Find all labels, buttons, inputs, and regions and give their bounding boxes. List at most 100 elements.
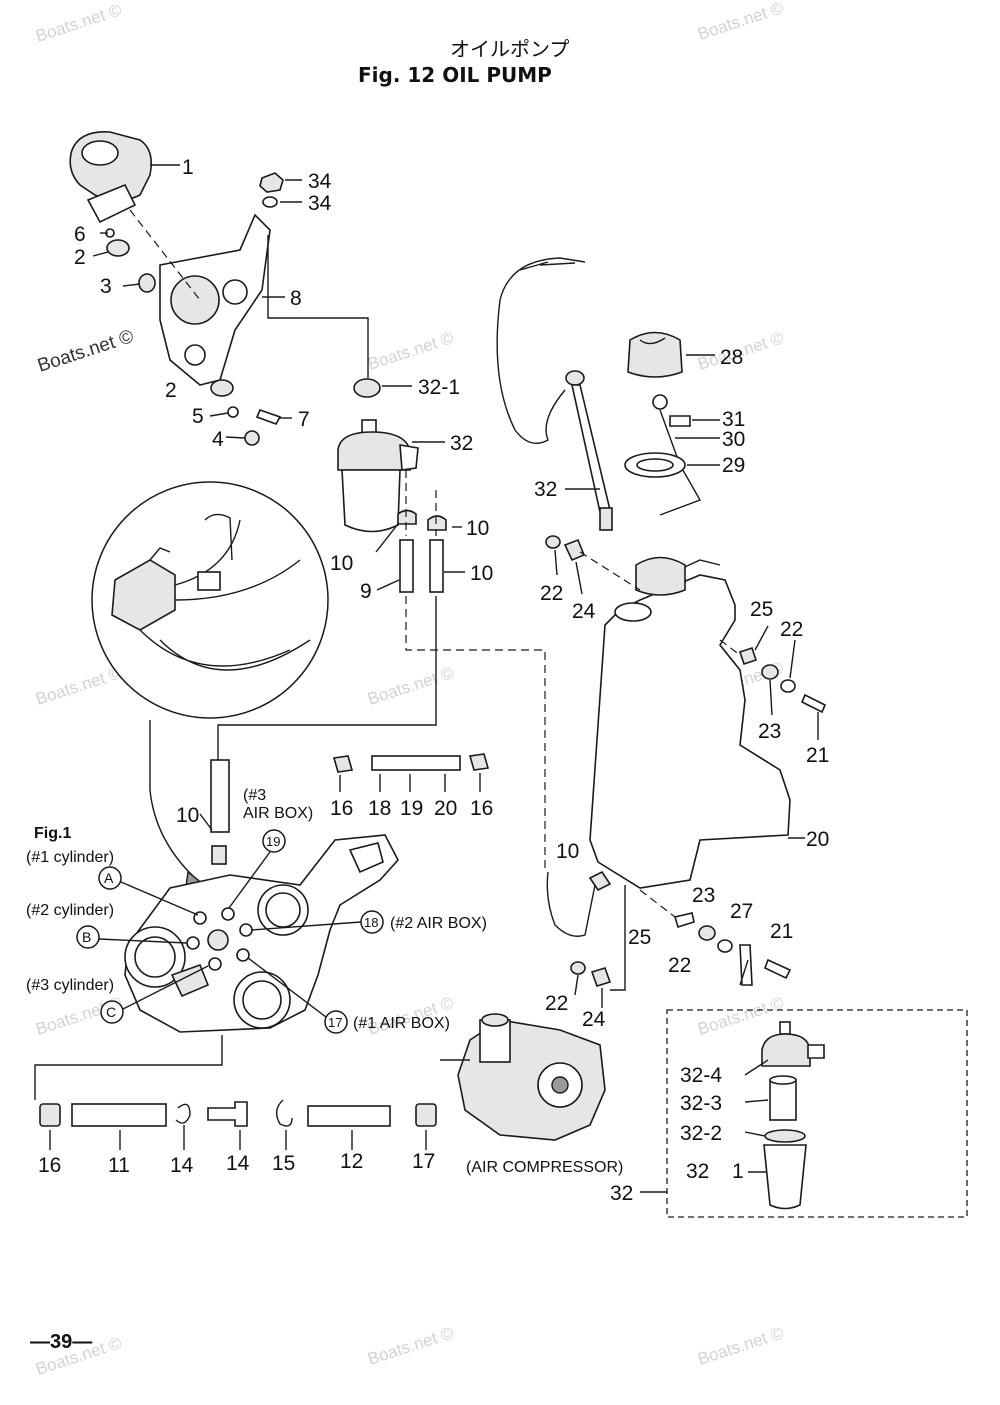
- page-number: —39—: [30, 1331, 92, 1353]
- compressor-cylinder: [479, 1019, 511, 1063]
- callout-25: 25: [750, 598, 773, 621]
- leader-line: [122, 965, 209, 1010]
- oil-pump-cap: [81, 140, 119, 166]
- assembly-line: [639, 889, 676, 918]
- assembly-line: [719, 639, 741, 656]
- hose-11: [71, 1103, 167, 1127]
- callout-21: 21: [806, 744, 829, 767]
- watermark-text: Boats.net ©: [365, 1323, 456, 1369]
- leader-line: [744, 1059, 769, 1076]
- leader-line: [375, 523, 399, 553]
- clip-15: [39, 1103, 61, 1127]
- leader-line: [209, 412, 229, 417]
- leader-line: [739, 959, 749, 986]
- air-box-2-label: (#2 AIR BOX): [390, 915, 487, 932]
- grommet-24-top: [563, 538, 586, 562]
- callout-3: 3: [100, 275, 112, 298]
- callout-24-top: 24: [572, 600, 596, 623]
- gauge-wire-ends: [519, 261, 576, 271]
- watermark-text: Boats.net ©: [365, 663, 456, 709]
- callout-22-top: 22: [540, 582, 563, 605]
- clamp-14-left: [175, 1103, 191, 1124]
- filter-bowl: [341, 469, 401, 533]
- cylinder-3-label: (#3 cylinder): [26, 977, 114, 994]
- routing-line: [217, 596, 437, 765]
- callout-1: 1: [182, 156, 194, 179]
- assembly-line: [129, 209, 201, 301]
- callout-2-lower: 2: [165, 379, 177, 402]
- air-compressor-label: (AIR COMPRESSOR): [466, 1159, 623, 1176]
- callout-17-circle: [324, 1010, 348, 1034]
- oil-filter-assembly: [217, 172, 546, 870]
- inset-hose: [204, 513, 233, 561]
- bottom-hose-row: [39, 1099, 437, 1150]
- callout-32-4: 32-4: [680, 1064, 722, 1087]
- title-english: Fig. 12 OIL PUMP: [358, 63, 552, 87]
- leader-line: [789, 639, 796, 679]
- cap-10-right: [427, 515, 447, 531]
- washer-23: [761, 664, 779, 680]
- callout-23: 23: [758, 720, 781, 743]
- detail-circle: [91, 481, 329, 719]
- callout-15: 16: [38, 1154, 61, 1177]
- bracket-hole: [184, 344, 206, 366]
- filter-outlet: [399, 444, 419, 471]
- washer-22-lower: [570, 961, 586, 975]
- grommet-2-lower: [210, 379, 234, 397]
- hose-fitting: [211, 845, 227, 865]
- callout-28: 29: [722, 454, 745, 477]
- callout-16-row-right: 16: [470, 797, 493, 820]
- screw-30: [669, 415, 691, 427]
- watermark-text: Boats.net ©: [33, 0, 124, 46]
- callout-12: 12: [340, 1150, 363, 1173]
- joint-13: [207, 1101, 248, 1127]
- leader-line: [122, 283, 141, 287]
- tank-cap-27: [627, 331, 683, 378]
- filter-detail-box: [640, 1009, 968, 1218]
- leader-line: [376, 579, 400, 591]
- callout-18: 19: [400, 797, 423, 820]
- compressor-hub: [551, 1076, 569, 1094]
- callout-17: 18: [368, 797, 391, 820]
- leader-line: [98, 938, 188, 944]
- callout-7: 7: [298, 408, 310, 431]
- callout-10-right: 10: [466, 517, 489, 540]
- air-box-3-line1: (#3: [243, 787, 266, 804]
- callout-13: 14: [226, 1152, 250, 1175]
- callout-25-bottom: 25: [628, 926, 651, 949]
- gauge-head: [565, 370, 585, 386]
- leader-line: [92, 251, 109, 257]
- leader-line: [574, 974, 579, 996]
- detail-oring-32-2: [764, 1129, 806, 1143]
- leader-line: [225, 436, 246, 439]
- callout-19: 20: [434, 797, 457, 820]
- air-box-3-line2: AIR BOX): [243, 805, 313, 822]
- bracket-hole: [222, 279, 248, 305]
- callout-2: 2: [74, 246, 86, 269]
- nut-4: [244, 430, 260, 446]
- collar-3: [138, 273, 156, 293]
- callout-16-row: 16: [330, 797, 353, 820]
- air-box-hose-group: (#3 AIR BOX): [199, 753, 490, 865]
- tank-cap-thread: [635, 556, 686, 596]
- leader-line: [744, 1099, 769, 1103]
- callout-18-label: 18: [364, 915, 378, 930]
- cap-strap-29: [659, 409, 702, 516]
- bolt-7: [255, 408, 282, 425]
- callout-32-3: 32-3: [680, 1092, 722, 1115]
- leader-line: [228, 851, 271, 909]
- tank-outlet-hose: [546, 871, 596, 937]
- air-compressor: (AIR COMPRESSOR): [440, 1013, 623, 1176]
- inset-connector: [197, 571, 221, 591]
- inset-hoses: [139, 519, 311, 671]
- callout-32: 32: [450, 432, 473, 455]
- callout-16-bottom: 17: [412, 1150, 435, 1173]
- callout-23-bottom: 23: [692, 884, 715, 907]
- compressor-head: [481, 1013, 509, 1027]
- callout-b-circle: [76, 925, 100, 949]
- air-box-1-label: (#1 AIR BOX): [353, 1015, 450, 1032]
- callout-27: 28: [720, 346, 743, 369]
- leader-line: [754, 625, 769, 651]
- hose-17-18-19: [371, 755, 461, 771]
